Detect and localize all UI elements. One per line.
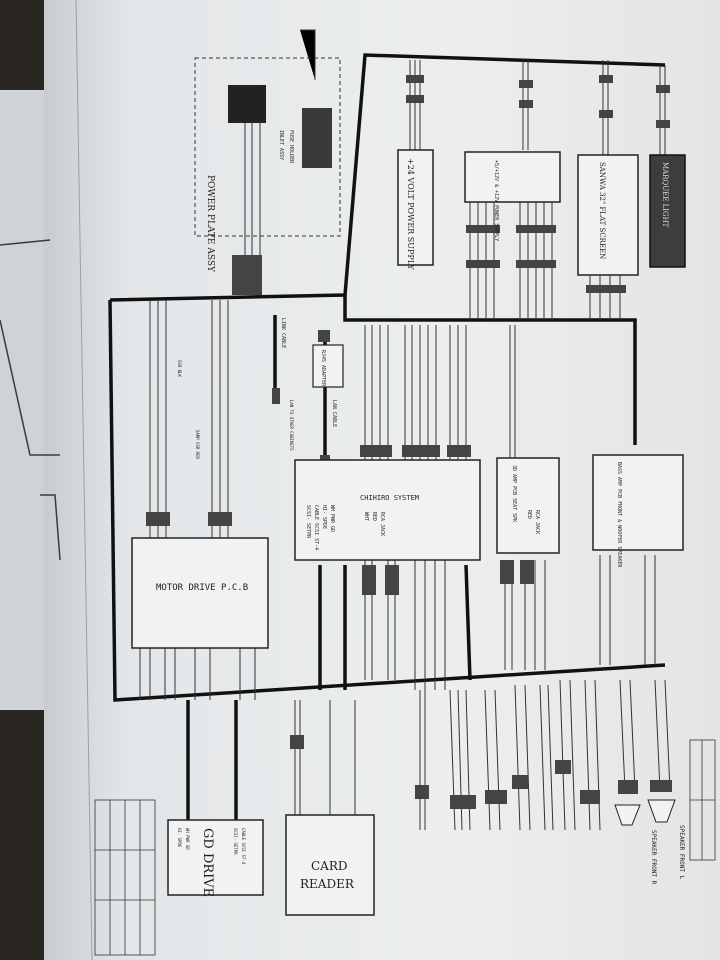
amp-bass-block: BASS AMP PCB FRONT & WOOFER SPEAKER	[592, 454, 684, 568]
chihiro-pin-label: CABLE SCSI ST-4	[313, 505, 319, 550]
card-reader-label-line2: READER	[300, 877, 355, 891]
motor-drive-block: MOTOR DRIVE P.C.B SAMP SSR RED SSR BLK	[131, 360, 269, 649]
chihiro-system-block: CHIHIRO SYSTEM SCSI- SETPR CABLE SCSI ST…	[294, 459, 481, 561]
rj45-label: RJ45 ADAPTER	[320, 350, 326, 387]
monitor-block: SANWA 32" FLAT SCREEN	[577, 154, 639, 276]
amp-rca-label: RED	[526, 510, 532, 519]
chihiro-pin-label: SCSI- SETPR	[305, 505, 311, 539]
sheet-border	[75, 0, 93, 960]
link-cable-label: LINK CABLE	[280, 318, 286, 348]
amp-small-block: 3D AMP PCB SEAT SPK RED RCA JACK	[496, 457, 560, 554]
gd-pin-label: SCSI- SETPR	[233, 828, 238, 855]
main-harness	[108, 53, 666, 820]
speaker-front-l-label: SPEAKER FRONT L	[678, 825, 685, 880]
chihiro-label: CHIHIRO SYSTEM	[360, 494, 419, 502]
chihiro-rca-label: WHT	[363, 512, 369, 521]
power-supply-5v12v-block: +5/+12V & +12V POWER SUPPLY	[464, 151, 561, 241]
amp-small-label: 3D AMP PCB SEAT SPK	[511, 465, 517, 522]
power-plate-assy-block: POWER PLATE ASSY INLET ASSY FUSE HOLDER	[194, 57, 341, 273]
power-supply-5v12v-label: +5/+12V & +12V POWER SUPPLY	[493, 160, 499, 241]
speaker-front-r: SPEAKER FRONT R	[614, 804, 657, 885]
chihiro-rca-label: RCA JACK	[379, 512, 385, 536]
title-block	[94, 799, 156, 956]
motor-drive-label: MOTOR DRIVE P.C.B	[156, 583, 248, 593]
chihiro-rca-label: RED	[371, 512, 377, 521]
rj45-block: RJ45 ADAPTER LINK CABLE LAN CABLE LAN TO…	[280, 318, 344, 451]
amp-bass-label: BASS AMP PCB FRONT & WOOFER SPEAKER	[616, 462, 622, 568]
inlet-module	[302, 108, 332, 168]
gd-pin-label: WH PWR GD	[185, 828, 190, 850]
gd-pin-label: HI- SPDE	[177, 828, 182, 848]
power-supply-24v-block: +24 VOLT POWER SUPPLY	[397, 149, 434, 271]
chihiro-pin-label: WH PWR GD	[329, 505, 335, 532]
gd-drive-block: GD DRIVE HI- SPDE WH PWR GD SCSI- SETPR …	[167, 819, 264, 897]
card-reader-label-line1: CARD	[311, 859, 348, 873]
gd-drive-label: GD DRIVE	[200, 828, 215, 897]
power-plate-part2-label: FUSE HOLDER	[288, 130, 294, 164]
marquee-block: MARQUEE LIGHT	[649, 154, 686, 268]
speaker-front-l: SPEAKER FRONT L	[647, 799, 685, 880]
monitor-label: SANWA 32" FLAT SCREEN	[598, 162, 606, 259]
ssr-small-label: SSR BLK	[177, 360, 182, 377]
gd-pin-label: CABLE SCSI ST-4	[241, 828, 246, 865]
background-frame-lines	[0, 239, 61, 561]
wire-bundles	[139, 29, 671, 831]
speaker-front-r-label: SPEAKER FRONT R	[650, 830, 657, 885]
card-reader-block: CARD READER	[285, 814, 375, 916]
power-plate-part1-label: INLET ASSY	[278, 130, 284, 160]
marquee-label: MARQUEE LIGHT	[661, 162, 669, 228]
power-plate-label: POWER PLATE ASSY	[205, 175, 215, 273]
fan-grille	[228, 85, 266, 123]
power-supply-24v-label: +24 VOLT POWER SUPPLY	[406, 158, 415, 271]
chihiro-pin-label: HI- SPDE	[321, 505, 327, 529]
motor-ssr-label: SAMP SSR RED	[195, 430, 200, 459]
amp-rca-label: RCA JACK	[534, 510, 540, 534]
lan-note-label: LAN TO OTHER CABINETS	[289, 400, 294, 451]
lan-cable-label: LAN CABLE	[331, 400, 337, 427]
revision-block	[689, 739, 716, 861]
